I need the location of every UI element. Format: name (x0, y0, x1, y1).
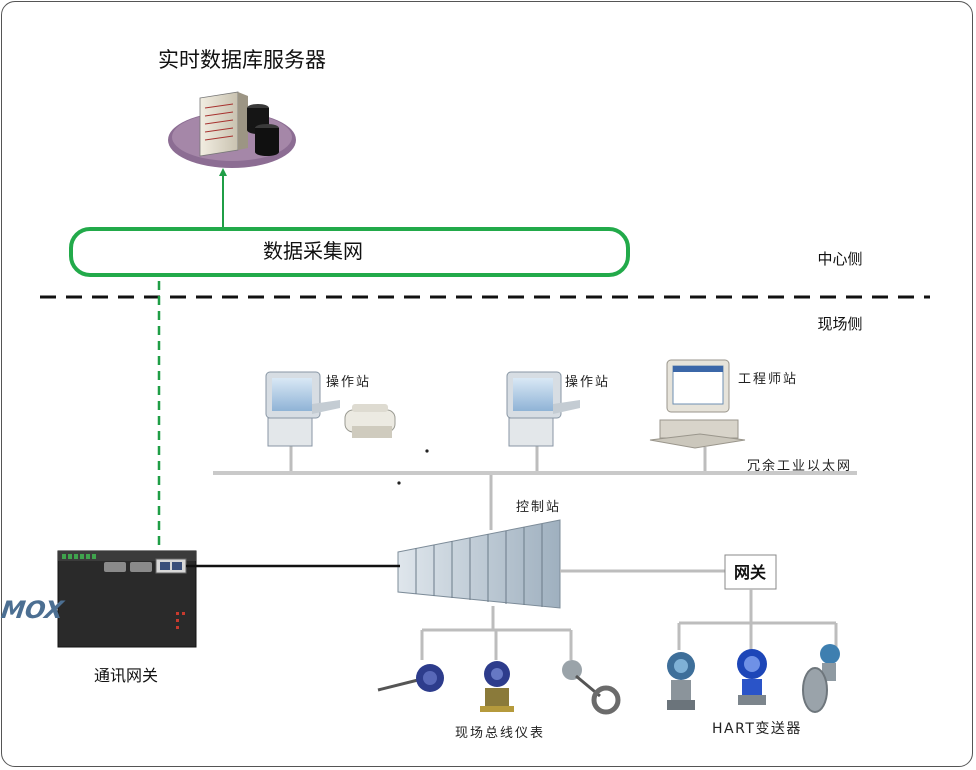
ethernet-bus (213, 471, 857, 475)
workstation-icon (265, 371, 340, 447)
server-icon (168, 91, 296, 168)
redundant-ethernet-label: 冗余工业以太网 (747, 458, 852, 474)
db-server-label: 实时数据库服务器 (158, 48, 326, 72)
transmitter-icon (562, 660, 621, 715)
workstation-icon (506, 371, 580, 447)
gateway-box-label: 网关 (734, 563, 766, 582)
fieldbus-instruments-label: 现场总线仪表 (455, 726, 545, 741)
hart-transmitters-label: HART变送器 (712, 721, 802, 737)
comm-gateway-label: 通讯网关 (94, 666, 158, 685)
transmitter-icon (667, 652, 695, 710)
link-arrow-icon (219, 168, 227, 176)
control-station-label: 控制站 (516, 500, 561, 515)
transmitter-icon (737, 649, 767, 705)
acq-network-label: 数据采集网 (263, 239, 363, 263)
operator-station-2-label: 操作站 (565, 374, 610, 390)
engineer-station-label: 工程师站 (738, 372, 798, 387)
acq-network-box (69, 227, 630, 277)
speck (397, 481, 401, 485)
center-side-label: 中心侧 (817, 250, 862, 268)
transmitter-icon (377, 664, 444, 692)
pc-icon (649, 359, 746, 449)
device-brand-logo: MOX (0, 596, 67, 624)
speck (425, 449, 429, 453)
transmitter-icon (480, 661, 514, 712)
cabinet-icon (397, 519, 561, 609)
gateway-device-icon (57, 550, 197, 648)
transmitter-icon (802, 644, 840, 713)
field-side-label: 现场侧 (817, 315, 862, 333)
gateway-box (724, 554, 777, 590)
operator-station-1-label: 操作站 (326, 374, 371, 390)
printer-icon (344, 404, 396, 438)
